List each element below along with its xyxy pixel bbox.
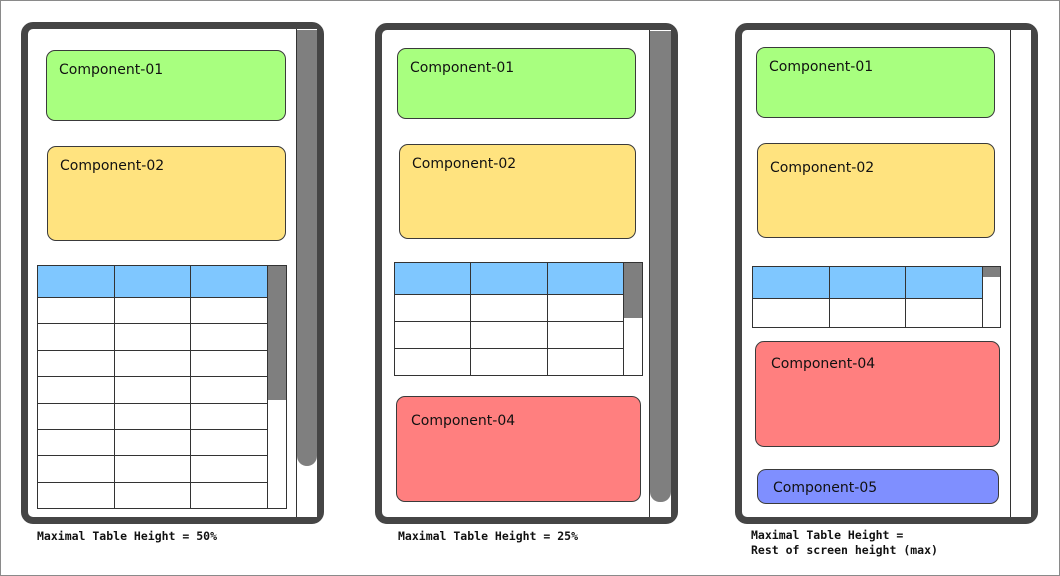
table-scrollbar-thumb[interactable]	[268, 266, 286, 400]
table-cell	[393, 294, 472, 322]
table-cell	[113, 402, 192, 430]
table-header-cell	[190, 265, 268, 298]
table-header-cell	[828, 266, 907, 299]
component-01-label: Component-01	[410, 60, 515, 76]
table-cell	[752, 298, 830, 328]
page-scrollbar-thumb[interactable]	[650, 31, 671, 502]
page-scrollbar-track[interactable]	[1010, 30, 1031, 517]
table-header-cell	[37, 265, 115, 298]
table-cell	[190, 323, 268, 351]
component-01-label: Component-01	[769, 59, 874, 75]
table-cell	[113, 481, 192, 510]
table-scrollbar-track[interactable]	[982, 266, 1001, 328]
table-cell	[190, 349, 268, 378]
table-cell	[905, 298, 983, 328]
component-02: Component-02	[757, 143, 995, 238]
table-cell	[190, 428, 268, 457]
table-cell	[828, 298, 907, 328]
table-scrollbar-thumb[interactable]	[983, 267, 1000, 277]
table-cell	[393, 348, 472, 376]
component-01-label: Component-01	[59, 62, 164, 78]
caption: Maximal Table Height = 50%	[37, 529, 218, 543]
table-cell	[190, 296, 268, 325]
component-04: Component-04	[755, 341, 1000, 447]
table-header-cell	[393, 262, 472, 295]
table-cell	[546, 348, 625, 376]
table-cell	[113, 349, 192, 378]
component-02: Component-02	[399, 144, 636, 239]
table-cell	[37, 455, 115, 483]
component-02-label: Component-02	[770, 160, 875, 176]
component-02-label: Component-02	[412, 156, 517, 172]
component-01: Component-01	[756, 47, 995, 118]
table-cell	[113, 376, 192, 404]
component-05: Component-05	[757, 469, 999, 504]
table-cell	[113, 428, 192, 457]
table-cell	[37, 402, 115, 430]
table-cell	[37, 481, 115, 510]
table-cell	[37, 323, 115, 351]
table-cell	[37, 349, 115, 378]
table-header-cell	[113, 265, 192, 298]
table-cell	[190, 481, 268, 510]
component-01: Component-01	[46, 50, 286, 121]
table-cell	[37, 296, 115, 325]
data-table	[752, 266, 983, 328]
table-cell	[113, 323, 192, 351]
table-cell	[113, 296, 192, 325]
table-cell	[37, 376, 115, 404]
table-cell	[37, 428, 115, 457]
table-cell	[190, 455, 268, 483]
table-cell	[470, 348, 548, 376]
component-02-label: Component-02	[60, 158, 165, 174]
table-cell	[546, 321, 625, 349]
table-header-cell	[470, 262, 548, 295]
table-cell	[113, 455, 192, 483]
component-05-label: Component-05	[773, 480, 878, 496]
caption: Maximal Table Height = 25%	[398, 529, 579, 543]
caption: Maximal Table Height = Rest of screen he…	[751, 528, 938, 557]
table-cell	[393, 321, 472, 349]
table-scrollbar-thumb[interactable]	[624, 263, 642, 318]
table-header-cell	[752, 266, 830, 299]
table-cell	[470, 321, 548, 349]
component-04-label: Component-04	[411, 413, 516, 429]
data-table	[393, 262, 625, 376]
table-cell	[190, 376, 268, 404]
component-02: Component-02	[47, 146, 286, 241]
table-cell	[546, 294, 625, 322]
page-scrollbar-thumb[interactable]	[297, 30, 317, 466]
component-04: Component-04	[396, 396, 641, 502]
table-header-cell	[905, 266, 983, 299]
table-cell	[470, 294, 548, 322]
data-table	[37, 265, 268, 510]
table-cell	[190, 402, 268, 430]
table-header-cell	[546, 262, 625, 295]
component-01: Component-01	[397, 48, 636, 119]
component-04-label: Component-04	[771, 356, 876, 372]
